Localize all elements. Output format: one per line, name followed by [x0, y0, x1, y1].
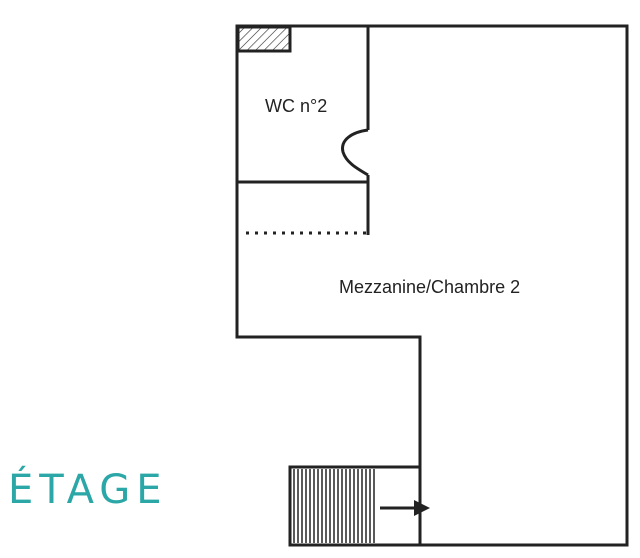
room-label-wc: WC n°2: [265, 96, 327, 116]
stairs-icon: [288, 465, 422, 547]
room-label-mezzanine: Mezzanine/Chambre 2: [339, 277, 520, 297]
arrow-right-icon: [380, 500, 430, 516]
wc-door-swing: [341, 128, 369, 177]
hatched-shaft-icon: [236, 25, 292, 53]
floor-label: ÉTAGE: [8, 465, 168, 513]
